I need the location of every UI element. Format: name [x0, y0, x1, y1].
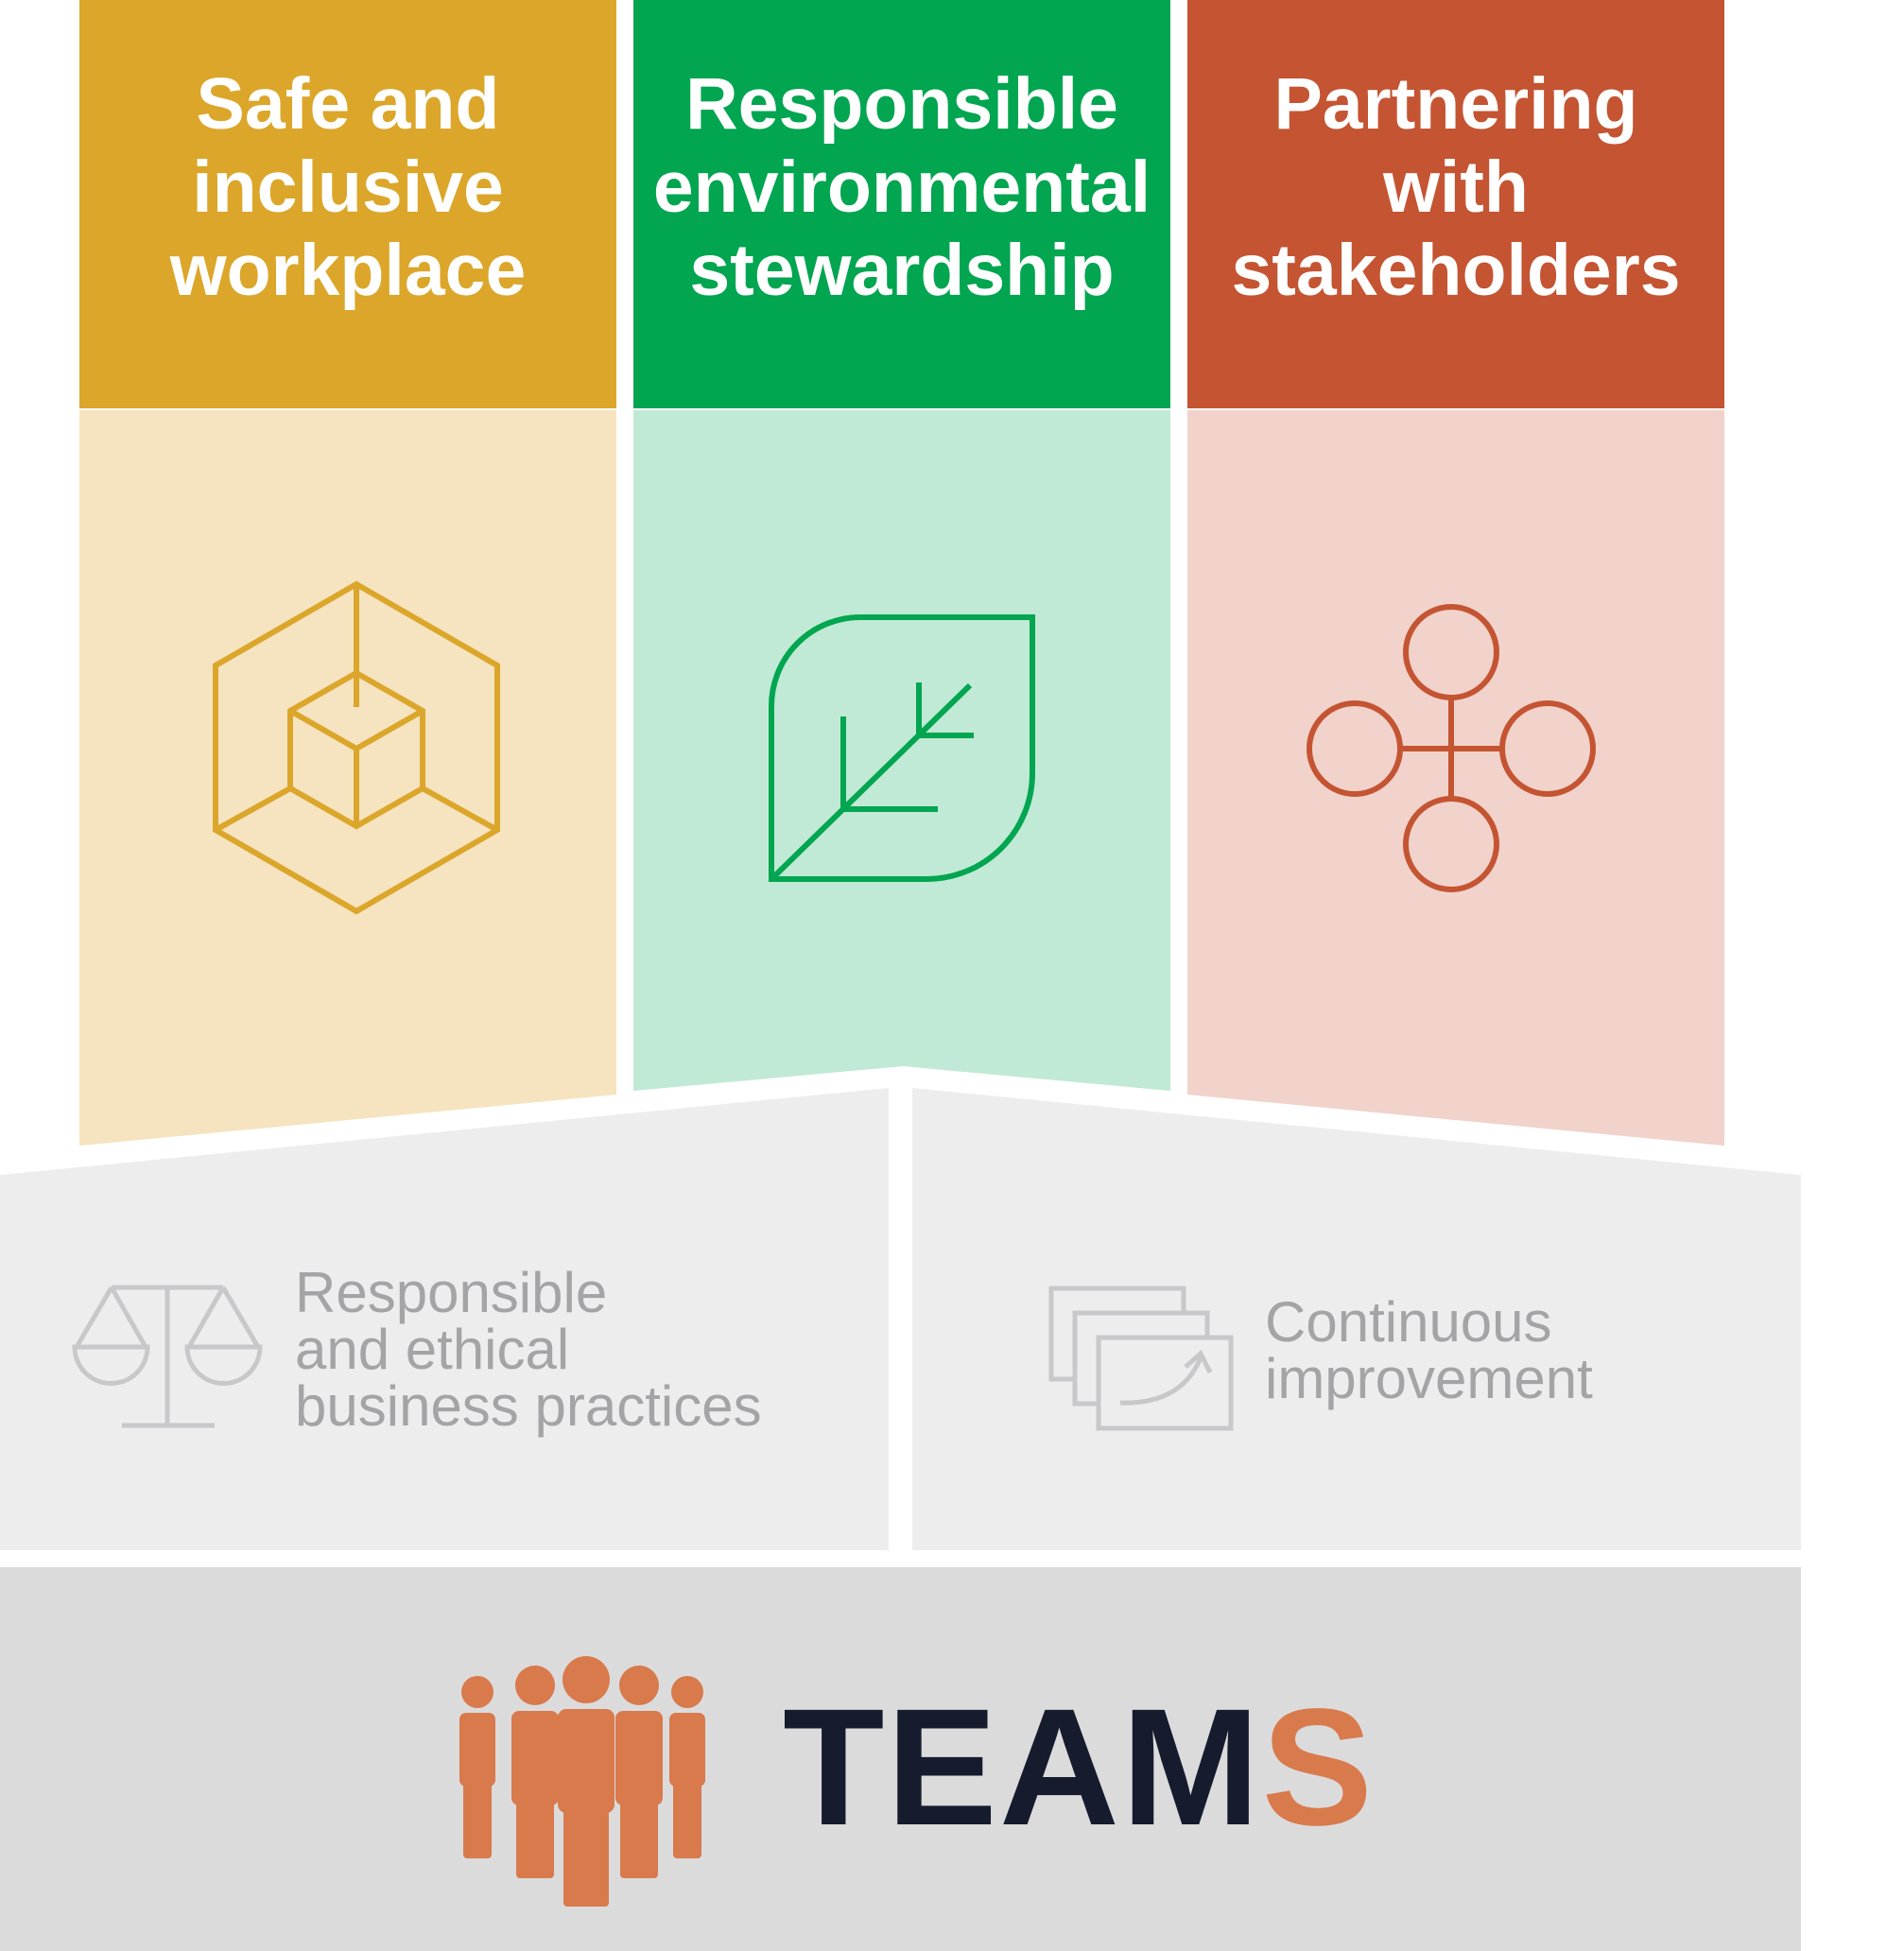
team-people-icon	[459, 1656, 705, 1907]
hexagon-cube-icon	[213, 580, 500, 915]
foundation-panel-improvement	[912, 1088, 1801, 1550]
foundation-panel-ethics	[0, 1088, 889, 1550]
pillar-title: Partnering with stakeholders	[1231, 63, 1681, 311]
pillar-header-environment	[633, 0, 1170, 408]
base-panel	[0, 1567, 1801, 1951]
pillar-environmental-stewardship: Responsible environmental stewardship	[633, 0, 1170, 408]
pillar-body-safe	[79, 410, 616, 1146]
leaf-icon	[769, 614, 1035, 882]
teams-logo-text: TEAMS	[783, 1684, 1375, 1851]
foundation-label-ethics: Responsible and ethical business practic…	[295, 1261, 762, 1438]
pillar-partnering-stakeholders: Partnering with stakeholders	[1187, 0, 1724, 408]
pillar-body-stakeholders	[1187, 410, 1724, 1146]
pillar-header-stakeholders	[1187, 0, 1724, 408]
pillar-header-safe	[79, 0, 616, 408]
scales-icon	[72, 1285, 263, 1428]
stacked-cards-arrow-icon	[1048, 1286, 1234, 1431]
pillar-title: Safe and inclusive workplace	[169, 63, 527, 311]
teams-logo-main: TEAM	[783, 1675, 1262, 1860]
network-circles-icon	[1307, 604, 1596, 892]
teams-logo-accent: S	[1261, 1675, 1375, 1860]
foundation-label-improvement: Continuous improvement	[1265, 1290, 1593, 1410]
pillar-title: Responsible environmental stewardship	[652, 63, 1151, 311]
pillar-safe-inclusive-workplace: Safe and inclusive workplace	[79, 0, 616, 408]
